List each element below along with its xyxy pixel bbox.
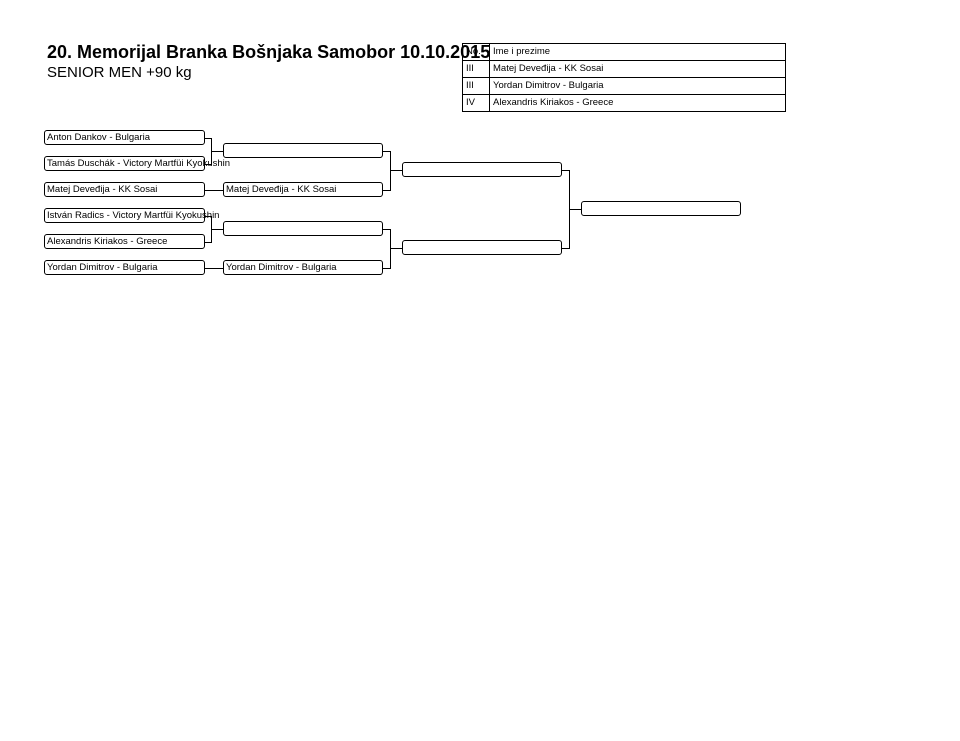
bracket-slot-r1: Yordan Dimitrov - Bulgaria [44, 260, 205, 275]
results-place: IV [462, 94, 490, 112]
bracket-slot-r1: Alexandris Kiriakos - Greece [44, 234, 205, 249]
bracket-slot-semifinal [402, 162, 562, 177]
bracket-connector [382, 151, 391, 191]
bracket-slot-r2 [223, 143, 383, 158]
bracket-slot-r2 [223, 221, 383, 236]
bracket-connector [561, 170, 570, 249]
results-header-row: No. Ime i prezime [462, 43, 786, 61]
page-title: 20. Memorijal Branka Bošnjaka Samobor 10… [47, 42, 491, 62]
results-row: III Matej Deveđija - KK Sosai [462, 60, 786, 78]
bracket-connector [382, 229, 391, 269]
category-subtitle: SENIOR MEN +90 kg [47, 64, 192, 81]
bracket-slot-r1: István Radics - Victory Martfüi Kyokushi… [44, 208, 219, 223]
results-row: IV Alexandris Kiriakos - Greece [462, 94, 786, 112]
bracket-slot-r2: Yordan Dimitrov - Bulgaria [223, 260, 383, 275]
bracket-slot-semifinal [402, 240, 562, 255]
bracket-slot-final [581, 201, 741, 216]
bracket-slot-r2: Matej Deveđija - KK Sosai [223, 182, 383, 197]
results-table: No. Ime i prezime III Matej Deveđija - K… [462, 43, 786, 112]
bracket-slot-r1: Anton Dankov - Bulgaria [44, 130, 205, 145]
bracket-slot-r1: Matej Deveđija - KK Sosai [44, 182, 205, 197]
bracket-slot-r1: Tamás Duschák - Victory Martfüi Kyokushi… [44, 156, 230, 171]
results-name: Alexandris Kiriakos - Greece [489, 94, 786, 112]
